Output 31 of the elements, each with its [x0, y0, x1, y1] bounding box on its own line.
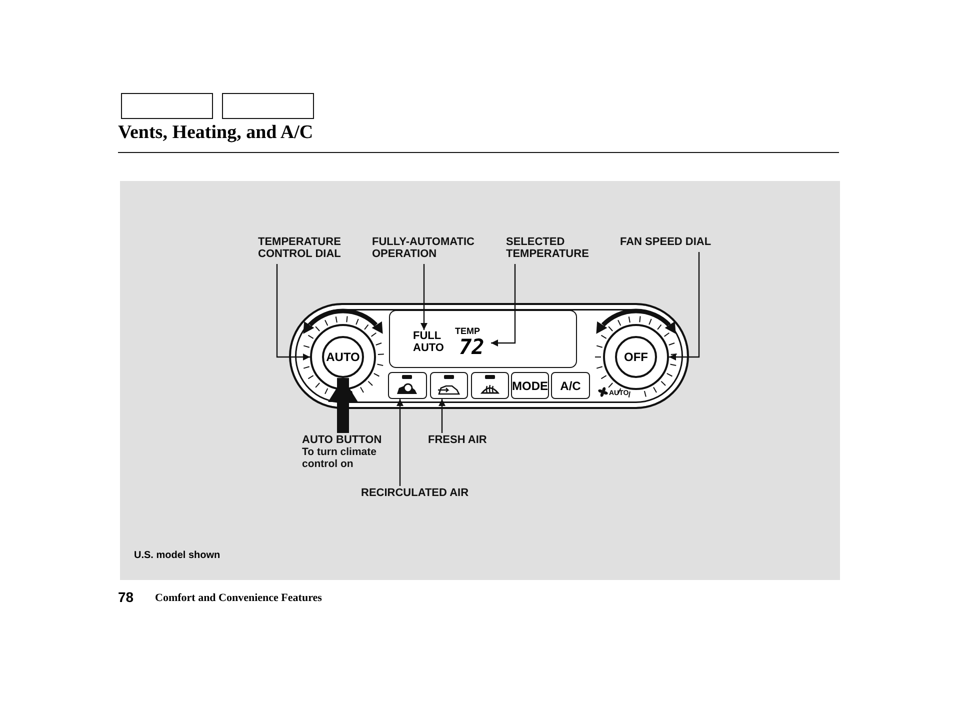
temperature-readout: 72: [458, 336, 486, 358]
auto-button: AUTO: [322, 336, 364, 378]
fan-speed-dial: [603, 324, 669, 390]
leader-line: [491, 264, 516, 346]
off-button: OFF: [615, 336, 657, 378]
defrost-button: [471, 372, 509, 399]
callout-note: To turn climate control on: [302, 446, 378, 470]
callout-label: FRESH AIR: [428, 434, 492, 448]
temperature-dial: [310, 324, 376, 390]
callout-label: SELECTED TEMPERATURE: [506, 236, 604, 262]
leader-line: [396, 399, 404, 486]
leader-line: [420, 264, 428, 330]
display-caption: TEMP: [455, 326, 482, 336]
callout-label: FULLY-AUTOMATIC OPERATION: [372, 236, 490, 262]
footer-text: Comfort and Convenience Features: [155, 591, 322, 605]
ac-button: A/C: [551, 372, 590, 399]
display-window: [389, 310, 577, 368]
fresh-air-button: [430, 372, 468, 399]
leader-line: [276, 264, 310, 360]
leader-line: [669, 252, 700, 360]
callout-label: TEMPERATURE CONTROL DIAL: [258, 236, 358, 262]
page-number: 78: [118, 589, 134, 605]
callout-label: FAN SPEED DIAL: [620, 236, 720, 250]
callout-label: AUTO BUTTON: [302, 434, 383, 446]
display-text: FULL AUTO: [413, 330, 451, 356]
note-text: U.S. model shown: [134, 550, 220, 562]
page-title: Vents, Heating, and A/C: [118, 122, 314, 144]
mode-button: MODE: [511, 372, 549, 399]
callout-label: RECIRCULATED AIR: [361, 487, 473, 501]
recirculation-button: [388, 372, 427, 399]
leader-line: [438, 399, 446, 433]
